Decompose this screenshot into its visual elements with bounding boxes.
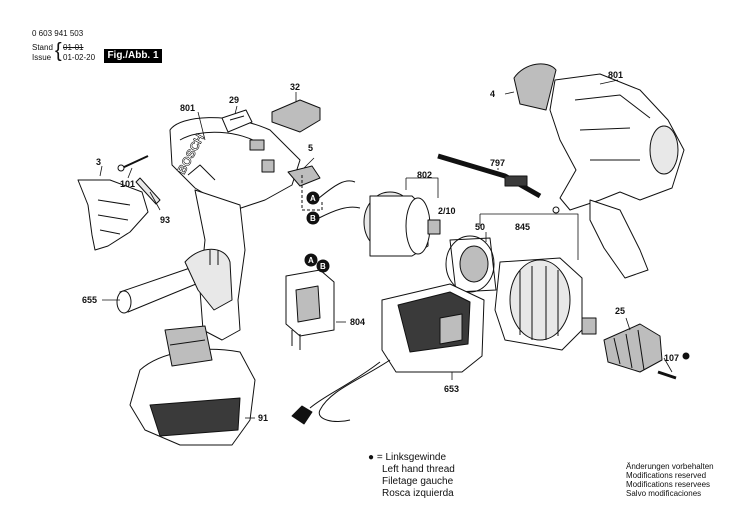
- stand-label: Stand: [32, 43, 53, 52]
- part-label-50: 50: [475, 222, 485, 232]
- bit-holder-93: [135, 177, 161, 205]
- screw-101: [117, 155, 149, 172]
- part-label-797: 797: [490, 158, 505, 168]
- figure-label: Fig./Abb. 1: [104, 49, 162, 63]
- marker-b-electronic-label: B: [320, 262, 326, 271]
- part-label-804: 804: [350, 317, 365, 327]
- marker-b-electronic: [316, 259, 330, 273]
- chuck-25: [603, 323, 663, 373]
- part-label-653: 653: [444, 384, 459, 394]
- legend-line-1: ● = Linksgewinde: [368, 452, 455, 464]
- housing-right-801: [549, 73, 685, 279]
- marker-b-switch-label: B: [310, 214, 316, 223]
- issue-label: Issue: [32, 53, 52, 62]
- part-label-25: 25: [615, 306, 625, 316]
- legend-line-3: Filetage gauche: [382, 476, 454, 487]
- label-plate-32: [271, 99, 321, 133]
- part-label-801-left: 801: [180, 103, 195, 113]
- motor-802: [363, 191, 441, 257]
- pad-4: [513, 63, 557, 111]
- part-label-655: 655: [82, 295, 97, 305]
- marker-a-electronic: [304, 253, 318, 267]
- part-label-107: 107: [664, 353, 679, 363]
- switch-5: [287, 165, 323, 211]
- part-label-4: 4: [490, 89, 495, 99]
- stand-value: 01-01: [63, 43, 84, 52]
- marker-a-electronic-label: A: [308, 256, 314, 265]
- part-label-91: 91: [258, 413, 268, 423]
- charger-653: [291, 283, 485, 425]
- issue-value: 01-02-20: [63, 53, 96, 62]
- note-line-2: Modifications reserved: [626, 471, 707, 480]
- note-line-3: Modifications reservees: [626, 480, 711, 489]
- thread-legend: ● = Linksgewinde Left hand thread Fileta…: [368, 452, 455, 500]
- legend-line-2: Left hand thread: [382, 464, 455, 475]
- brace-icon: {: [55, 40, 62, 62]
- part-label-845: 845: [515, 222, 530, 232]
- part-label-101: 101: [120, 179, 135, 189]
- label-plate-29: [221, 109, 253, 133]
- legend-line-4: Rosca izquierda: [382, 488, 454, 499]
- wrist-strap-797: [437, 153, 560, 214]
- electronic-switch-804: [285, 269, 335, 350]
- part-label-32: 32: [290, 82, 300, 92]
- note-line-1: Änderungen vorbehalten: [626, 462, 714, 471]
- gear-housing-50: [445, 235, 497, 293]
- gearbox-845: [494, 257, 597, 351]
- part-label-802: 802: [417, 170, 432, 180]
- modification-notes: Änderungen vorbehalten Modifications res…: [626, 462, 714, 498]
- part-label-2-10: 2/10: [438, 206, 456, 216]
- part-label-93: 93: [160, 215, 170, 225]
- part-label-3: 3: [96, 157, 101, 167]
- screw-107: [657, 352, 690, 380]
- part-label-29: 29: [229, 95, 239, 105]
- note-line-4: Salvo modificaciones: [626, 489, 702, 498]
- side-handle-655: [116, 248, 233, 314]
- document-number: 0 603 941 503: [32, 29, 84, 38]
- part-label-5: 5: [308, 143, 313, 153]
- belt-clip-3: [77, 179, 149, 251]
- marker-a-switch-label: A: [310, 194, 316, 203]
- legend-text-1: = Linksgewinde: [376, 452, 447, 463]
- left-thread-dot-icon: ●: [368, 452, 375, 463]
- part-label-801-right: 801: [608, 70, 623, 80]
- battery-pack-91: [129, 325, 256, 446]
